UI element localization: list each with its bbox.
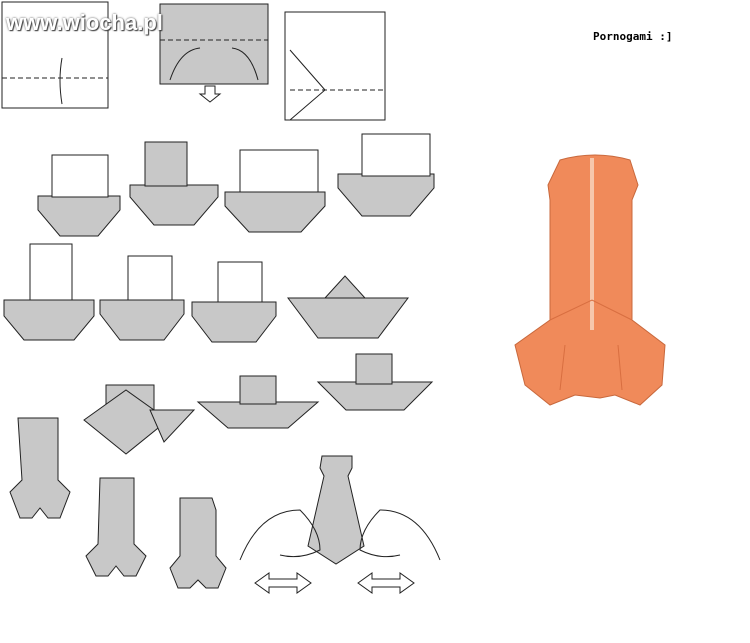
steps-row-3 [3, 243, 409, 343]
pull-arrows [254, 572, 415, 594]
finished-model-photo [514, 154, 666, 406]
step-2 [159, 3, 269, 103]
steps-row-4 [83, 353, 434, 455]
hands [239, 509, 441, 561]
watermark: www.wiocha.pl [6, 10, 163, 35]
page-title: Pornogami :] [593, 30, 673, 43]
steps-row-5 [9, 417, 365, 589]
step-3 [284, 11, 386, 121]
steps-row-2 [37, 133, 435, 237]
step-1 [1, 1, 109, 109]
